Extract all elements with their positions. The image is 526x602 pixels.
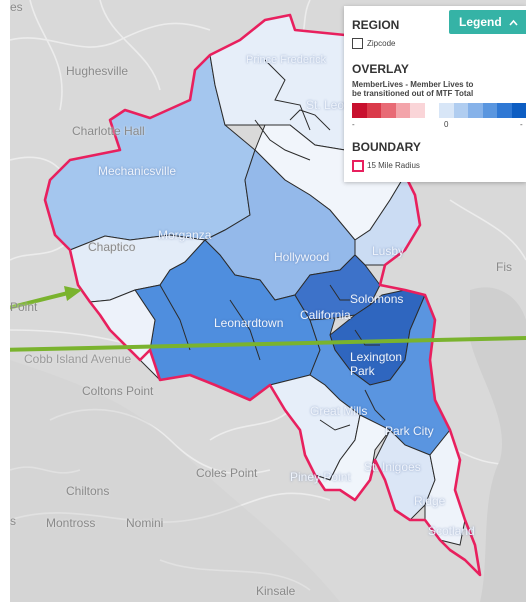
legend-boundary-item: 15 Mile Radius [367, 161, 420, 170]
place-label-piney-point: Piney Point [290, 470, 351, 484]
chevron-up-icon [509, 10, 518, 34]
legend-toggle-button[interactable]: Legend [448, 10, 526, 34]
place-label-ridge: Ridge [414, 494, 446, 508]
place-label-st-inigoes: St. Inigoes [364, 460, 421, 474]
place-label-scotland: Scotland [428, 524, 475, 538]
place-label-point: Point [10, 300, 38, 314]
arrow-left [10, 291, 69, 310]
ramp-step [381, 103, 396, 118]
ramp-step [468, 103, 483, 118]
place-label-fishing: Fis [496, 260, 512, 274]
legend-region-item: Zipcode [367, 39, 396, 48]
legend-ramp-min-label: - [352, 120, 355, 129]
ramp-step [366, 103, 381, 118]
place-label-lusby: Lusby [372, 244, 405, 258]
legend-ramp-max-label: - [520, 120, 523, 129]
place-label-nomini: Nomini [126, 516, 164, 530]
ramp-step [453, 103, 468, 118]
place-label-park-city: Park City [385, 424, 434, 438]
legend-overlay-desc-line1: MemberLives - Member Lives to [352, 80, 474, 89]
place-label-montross: Montross [46, 516, 96, 530]
annotation-arrows [10, 286, 526, 352]
ramp-step [439, 103, 454, 118]
place-label-kinsale: Kinsale [256, 584, 296, 598]
ramp-step [511, 103, 526, 118]
place-label-solomons: Solomons [350, 292, 404, 306]
legend-panel: Legend REGION Zipcode OVERLAY MemberLive… [344, 6, 526, 182]
place-label-lexington-park: Lexington Park [350, 350, 403, 378]
ramp-step [395, 103, 410, 118]
legend-overlay-desc-line2: be transitioned out of MTF Total [352, 89, 474, 98]
place-label-chaptico: Chaptico [88, 240, 136, 254]
place-label-coltons-point: Coltons Point [82, 384, 154, 398]
place-label-edge-es: es [10, 0, 23, 14]
place-label-charlotte-hall: Charlotte Hall [72, 124, 145, 138]
legend-region-heading: REGION [352, 18, 400, 32]
place-label-california: California [300, 308, 351, 322]
place-label-mechanicsville: Mechanicsville [98, 164, 177, 178]
place-label-cobb-island-avenue: Cobb Island Avenue [24, 352, 132, 366]
boundary-15-mile-radius[interactable] [43, 13, 482, 577]
legend-toggle-label: Legend [458, 15, 502, 29]
place-label-edge-s: s [10, 514, 16, 528]
legend-boundary-heading: BOUNDARY [352, 140, 421, 154]
place-label-hughesville: Hughesville [66, 64, 129, 78]
legend-overlay-heading: OVERLAY [352, 62, 409, 76]
arrow-horizontal-line [10, 336, 526, 352]
ramp-step [352, 103, 367, 118]
place-label-prince-frederick: Prince Frederick [246, 54, 327, 66]
ramp-step [482, 103, 497, 118]
place-label-coles-point: Coles Point [196, 466, 258, 480]
place-label-morganza: Morganza [158, 228, 212, 242]
place-label-great-mills: Great Mills [310, 404, 368, 418]
place-label-chiltons: Chiltons [66, 484, 110, 498]
legend-ramp-mid-label: 0 [444, 120, 449, 129]
arrow-left-head [64, 286, 82, 301]
place-label-leonardtown: Leonardtown [214, 316, 284, 330]
boundary-swatch[interactable] [352, 160, 364, 172]
ramp-step [424, 103, 439, 118]
water-bodies [10, 287, 526, 602]
ramp-step [410, 103, 425, 118]
zipcode-checkbox[interactable] [352, 38, 363, 49]
zipcode-regions [44, 14, 466, 546]
ramp-step [497, 103, 512, 118]
overlay-color-ramp [352, 103, 526, 118]
zip-boundary-lines [159, 59, 386, 431]
place-label-hollywood: Hollywood [274, 250, 330, 264]
